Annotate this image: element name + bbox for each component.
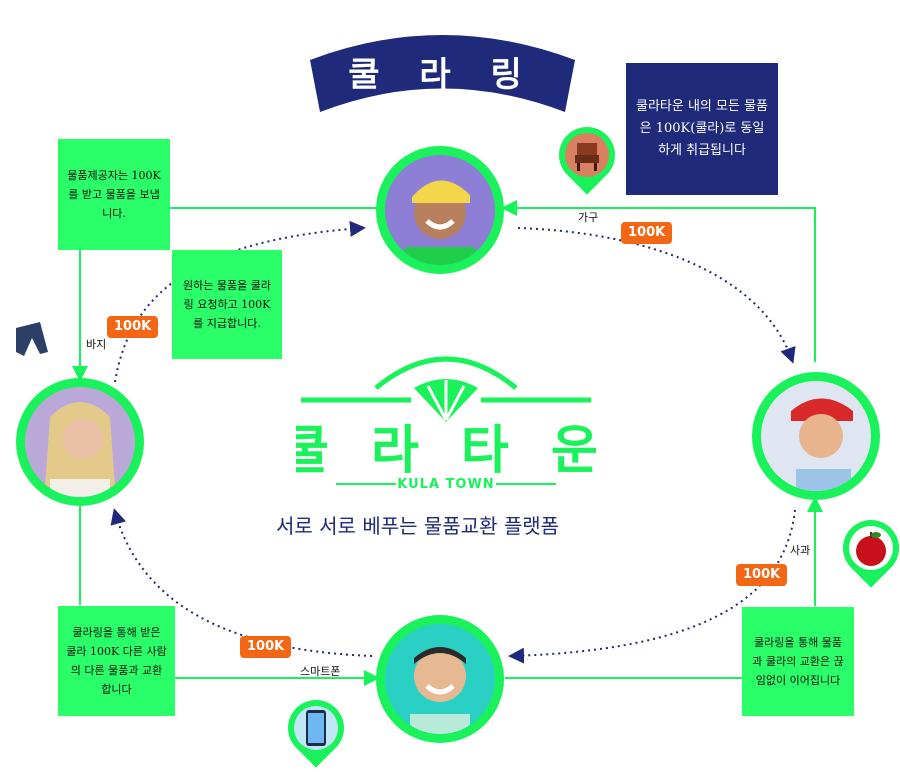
apple-pin bbox=[831, 508, 900, 588]
logo-main-text: 쿨 라 타 운 bbox=[296, 421, 596, 481]
item-label-pants: 바지 bbox=[86, 338, 107, 351]
dotted-line-top-right bbox=[517, 227, 796, 364]
furniture-pin bbox=[547, 115, 627, 195]
note-middle-left: 원하는 물품을 쿨라링 요청하고 100K를 지급합니다. bbox=[172, 250, 282, 359]
logo-sub-text: KULA TOWN bbox=[397, 477, 494, 492]
chair-icon bbox=[575, 143, 599, 171]
badge-100k-right: 100K bbox=[736, 564, 788, 586]
pants-pin bbox=[0, 298, 72, 378]
pants-icon bbox=[16, 322, 48, 356]
note-top-left: 물품제공자는 100K를 받고 물품을 보냅니다. bbox=[58, 139, 170, 250]
badge-100k-left: 100K bbox=[107, 316, 159, 338]
note-top-right: 쿨라타운 내의 모든 물품은 100K(쿨라)로 동일하게 취급됩니다 bbox=[626, 63, 778, 195]
smartphone-icon bbox=[306, 710, 326, 746]
item-label-smartphone: 스마트폰 bbox=[300, 665, 341, 678]
item-label-furniture: 가구 bbox=[578, 211, 599, 224]
avatar-bottom bbox=[376, 615, 504, 743]
badge-100k-bottom: 100K bbox=[240, 636, 292, 658]
item-label-apple: 사과 bbox=[790, 544, 811, 557]
kula-town-logo: 쿨 라 타 운 KULA TOWN bbox=[296, 356, 596, 492]
dotted-line-left-top bbox=[114, 220, 366, 383]
avatar-left bbox=[16, 378, 144, 506]
avatar-right bbox=[752, 372, 880, 500]
tagline: 서로 서로 베푸는 물품교환 플랫폼 bbox=[276, 514, 560, 538]
note-bottom-left: 쿨라링을 통해 받은 쿨라 100K 다른 사람의 다른 물품과 교환합니다 bbox=[58, 606, 175, 716]
apple-icon bbox=[856, 532, 886, 566]
avatar-top bbox=[376, 146, 504, 274]
smartphone-pin bbox=[276, 688, 356, 768]
shell-icon bbox=[414, 379, 478, 422]
page-title: 쿨 라 링 bbox=[348, 55, 536, 95]
note-bottom-right: 쿨라링을 통해 물품과 쿨라의 교환은 끊임없이 이어집니다 bbox=[742, 607, 854, 716]
badge-100k-top: 100K bbox=[621, 222, 673, 244]
solid-line-top-right bbox=[501, 200, 816, 362]
title-arch: 쿨 라 링 bbox=[310, 35, 575, 112]
